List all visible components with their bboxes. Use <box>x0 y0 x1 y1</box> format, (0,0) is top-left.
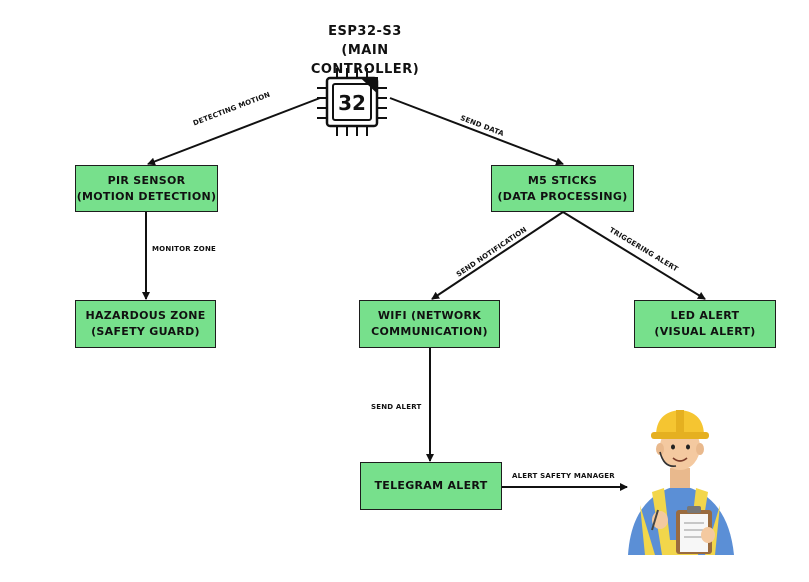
hazardous-zone-line1: HAZARDOUS ZONE <box>85 309 206 322</box>
safety-manager-illustration <box>628 410 734 555</box>
pir-sensor-node: PIR SENSOR (MOTION DETECTION) <box>75 165 218 212</box>
hazardous-zone-line2: (SAFETY GUARD) <box>91 325 200 338</box>
hazardous-zone-node: HAZARDOUS ZONE (SAFETY GUARD) <box>75 300 216 348</box>
m5-sticks-line2: (DATA PROCESSING) <box>497 189 628 203</box>
chip-icon: 32 <box>317 68 387 136</box>
chip-label: 32 <box>338 91 366 115</box>
wifi-line1: WIFI (NETWORK <box>377 309 482 322</box>
controller-title-line2: (MAIN CONTROLLER) <box>310 43 420 77</box>
edge-controller-to-pir <box>147 97 321 166</box>
led-alert-node: LED ALERT (VISUAL ALERT) <box>634 300 776 348</box>
telegram-alert-node: TELEGRAM ALERT <box>360 462 502 510</box>
wifi-line2: COMMUNICATION) <box>371 325 488 338</box>
edge-m5-to-wifi <box>431 211 564 300</box>
wifi-node: WIFI (NETWORK COMMUNICATION) <box>359 300 500 348</box>
pir-sensor-line2: (MOTION DETECTION) <box>76 189 217 203</box>
controller-title-line1: ESP32-S3 <box>328 24 402 39</box>
m5-sticks-line1: M5 STICKS <box>527 173 598 187</box>
edge-label-send-alert: SEND ALERT <box>371 403 422 411</box>
led-alert-line2: (VISUAL ALERT) <box>654 325 756 338</box>
controller-title: ESP32-S3 (MAIN CONTROLLER) <box>285 22 445 79</box>
edge-m5-to-led <box>562 211 706 300</box>
pir-sensor-line1: PIR SENSOR <box>107 173 186 187</box>
edge-label-alert-safety-manager: ALERT SAFETY MANAGER <box>512 472 615 480</box>
led-alert-line1: LED ALERT <box>670 309 740 322</box>
edge-controller-to-m5 <box>389 97 564 166</box>
m5-sticks-node: M5 STICKS (DATA PROCESSING) <box>491 165 634 212</box>
telegram-alert-line1: TELEGRAM ALERT <box>374 479 488 492</box>
edge-label-monitor-zone: MONITOR ZONE <box>152 245 216 253</box>
